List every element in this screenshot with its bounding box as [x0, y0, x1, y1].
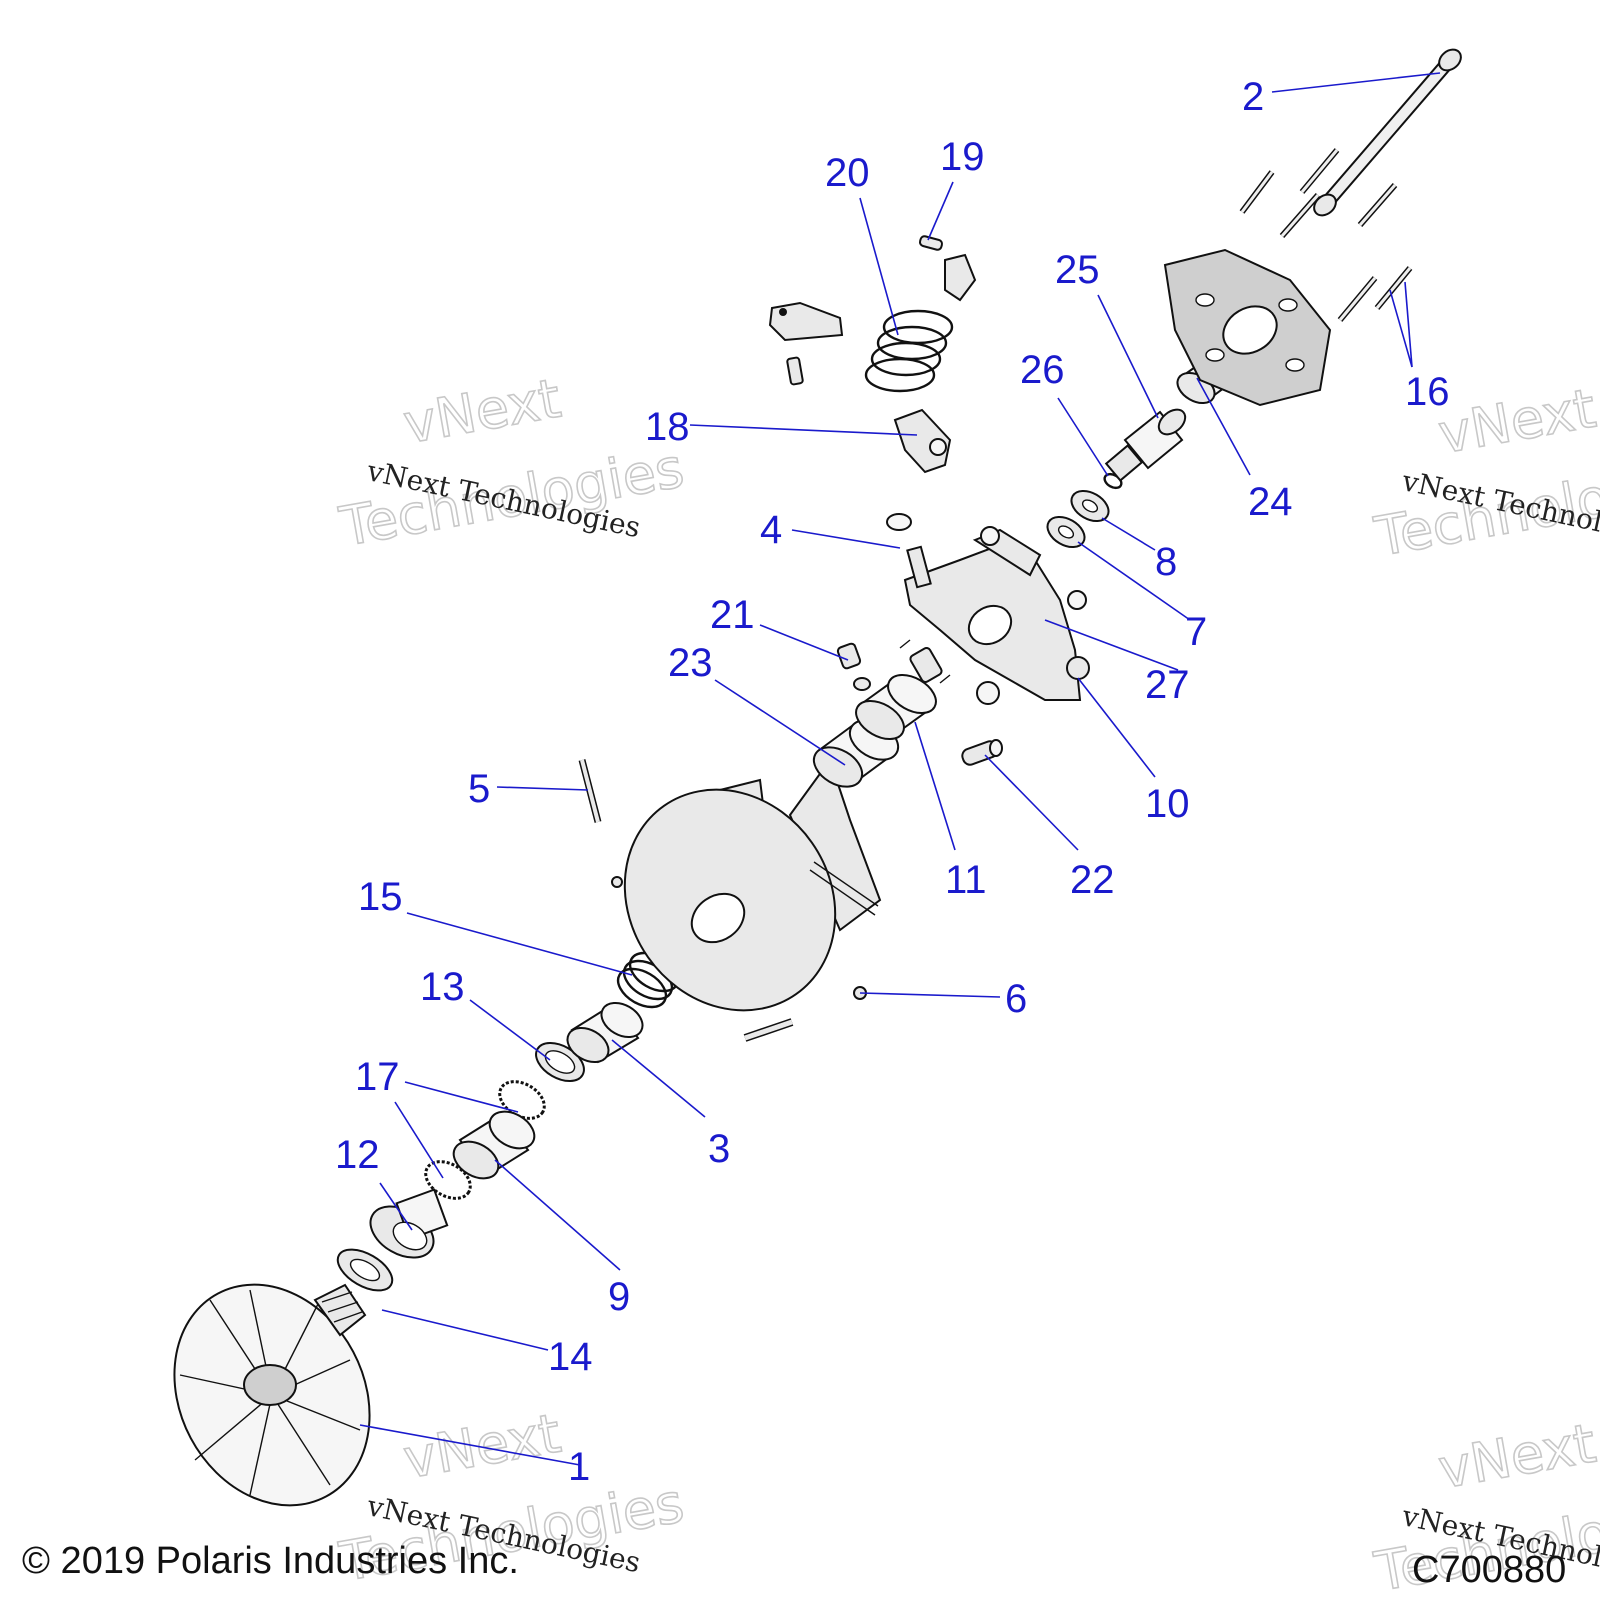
watermark-outline-vnext: vNext	[1434, 1412, 1600, 1501]
part-shift-weight	[768, 301, 844, 342]
part-21-spring	[836, 642, 871, 691]
part-7-washer	[1046, 515, 1086, 549]
part-19-pin	[918, 235, 944, 251]
part-1-fixed-sheave	[173, 1283, 371, 1507]
leader-27	[1044, 619, 1179, 671]
part-13-washer	[535, 1042, 585, 1082]
part-23-bushing	[812, 718, 900, 788]
watermark-outline-vnext: vNext	[399, 1402, 565, 1491]
callout-21: 21	[710, 593, 755, 637]
callout-15: 15	[358, 875, 403, 919]
callout-12: 12	[335, 1133, 380, 1177]
figure-code: C700880	[1412, 1549, 1566, 1591]
callout-7: 7	[1185, 610, 1207, 654]
watermark-top-left: vNext Technologies vNext Technologies	[334, 366, 689, 560]
callout-9: 9	[608, 1275, 630, 1319]
watermark-outline-vnext: vNext	[399, 367, 565, 456]
leader-13	[469, 999, 551, 1061]
callout-25: 25	[1055, 248, 1100, 292]
part-27-spider	[886, 513, 1090, 705]
leader-1	[359, 1424, 581, 1466]
callout-27: 27	[1145, 663, 1190, 707]
callout-26: 26	[1020, 348, 1065, 392]
leader-lines	[359, 72, 1441, 1466]
leader-5	[496, 786, 589, 791]
callout-2: 2	[1242, 75, 1264, 119]
part-9-sleeve	[452, 1110, 536, 1180]
leader-23	[714, 679, 846, 766]
part-5-pin	[578, 759, 602, 823]
leader-18	[689, 424, 918, 436]
callout-numbers: 1 2 3 4 5 6 7 8 9 10 11 12 13 14 15 16 1…	[335, 75, 1450, 1489]
part-22-roller	[961, 739, 1003, 766]
leader-16b	[1389, 289, 1413, 368]
leader-16	[1404, 281, 1413, 368]
callout-6: 6	[1005, 977, 1027, 1021]
part-8-washer	[1070, 489, 1110, 523]
callout-4: 4	[760, 508, 782, 552]
part-18-flyweight	[893, 408, 952, 474]
part-25-post	[1104, 408, 1187, 482]
copyright-text: © 2019 Polaris Industries Inc.	[22, 1540, 519, 1582]
callout-1: 1	[568, 1445, 590, 1489]
watermark-outline-vnext: vNext	[1434, 377, 1600, 466]
callout-18: 18	[645, 405, 690, 449]
callout-11: 11	[945, 858, 987, 902]
leader-2	[1271, 72, 1441, 93]
leader-3	[611, 1039, 706, 1118]
leader-17b	[394, 1101, 444, 1179]
callout-20: 20	[825, 151, 870, 195]
leader-10	[1077, 677, 1156, 778]
part-cover-plate	[1163, 248, 1332, 407]
leader-24	[1196, 377, 1251, 476]
part-17-ring-lower	[424, 1160, 472, 1200]
part-moveable-sheave	[611, 757, 882, 1012]
watermark-top-right: vNext Technologies vNext Technologies	[1369, 376, 1600, 570]
callout-3: 3	[708, 1127, 730, 1171]
leader-19	[927, 181, 954, 241]
part-loose-pin	[743, 1018, 794, 1042]
leader-8	[1101, 517, 1156, 551]
part-2-long-bolt	[1313, 48, 1462, 217]
part-14-plate	[336, 1248, 394, 1292]
leader-17a	[404, 1081, 519, 1113]
part-11-bushing	[855, 674, 937, 740]
leader-15	[406, 912, 633, 976]
leader-20	[859, 197, 899, 336]
leader-4	[791, 529, 901, 549]
leader-25	[1097, 294, 1159, 419]
callout-17: 17	[355, 1055, 400, 1099]
callout-14: 14	[548, 1335, 593, 1379]
callout-23: 23	[668, 641, 713, 685]
leader-14	[381, 1309, 549, 1351]
leader-12	[379, 1182, 413, 1231]
part-roller-pin	[899, 639, 951, 684]
part-20-spring	[864, 309, 954, 393]
part-clip-block	[944, 253, 977, 302]
part-16-bolts	[1239, 148, 1413, 322]
callout-24: 24	[1248, 480, 1293, 524]
callout-16: 16	[1405, 370, 1450, 414]
leader-7	[1077, 541, 1191, 621]
leader-6	[859, 992, 1001, 998]
leader-9	[494, 1159, 621, 1271]
callout-10: 10	[1145, 782, 1190, 826]
leader-26	[1057, 397, 1109, 477]
leader-11	[914, 721, 956, 851]
callout-5: 5	[468, 767, 490, 811]
callout-22: 22	[1070, 858, 1115, 902]
part-small-pin	[786, 356, 804, 386]
leader-21	[759, 624, 849, 661]
callout-13: 13	[420, 965, 465, 1009]
leader-22	[984, 754, 1079, 851]
callout-19: 19	[940, 135, 985, 179]
callout-8: 8	[1155, 540, 1177, 584]
